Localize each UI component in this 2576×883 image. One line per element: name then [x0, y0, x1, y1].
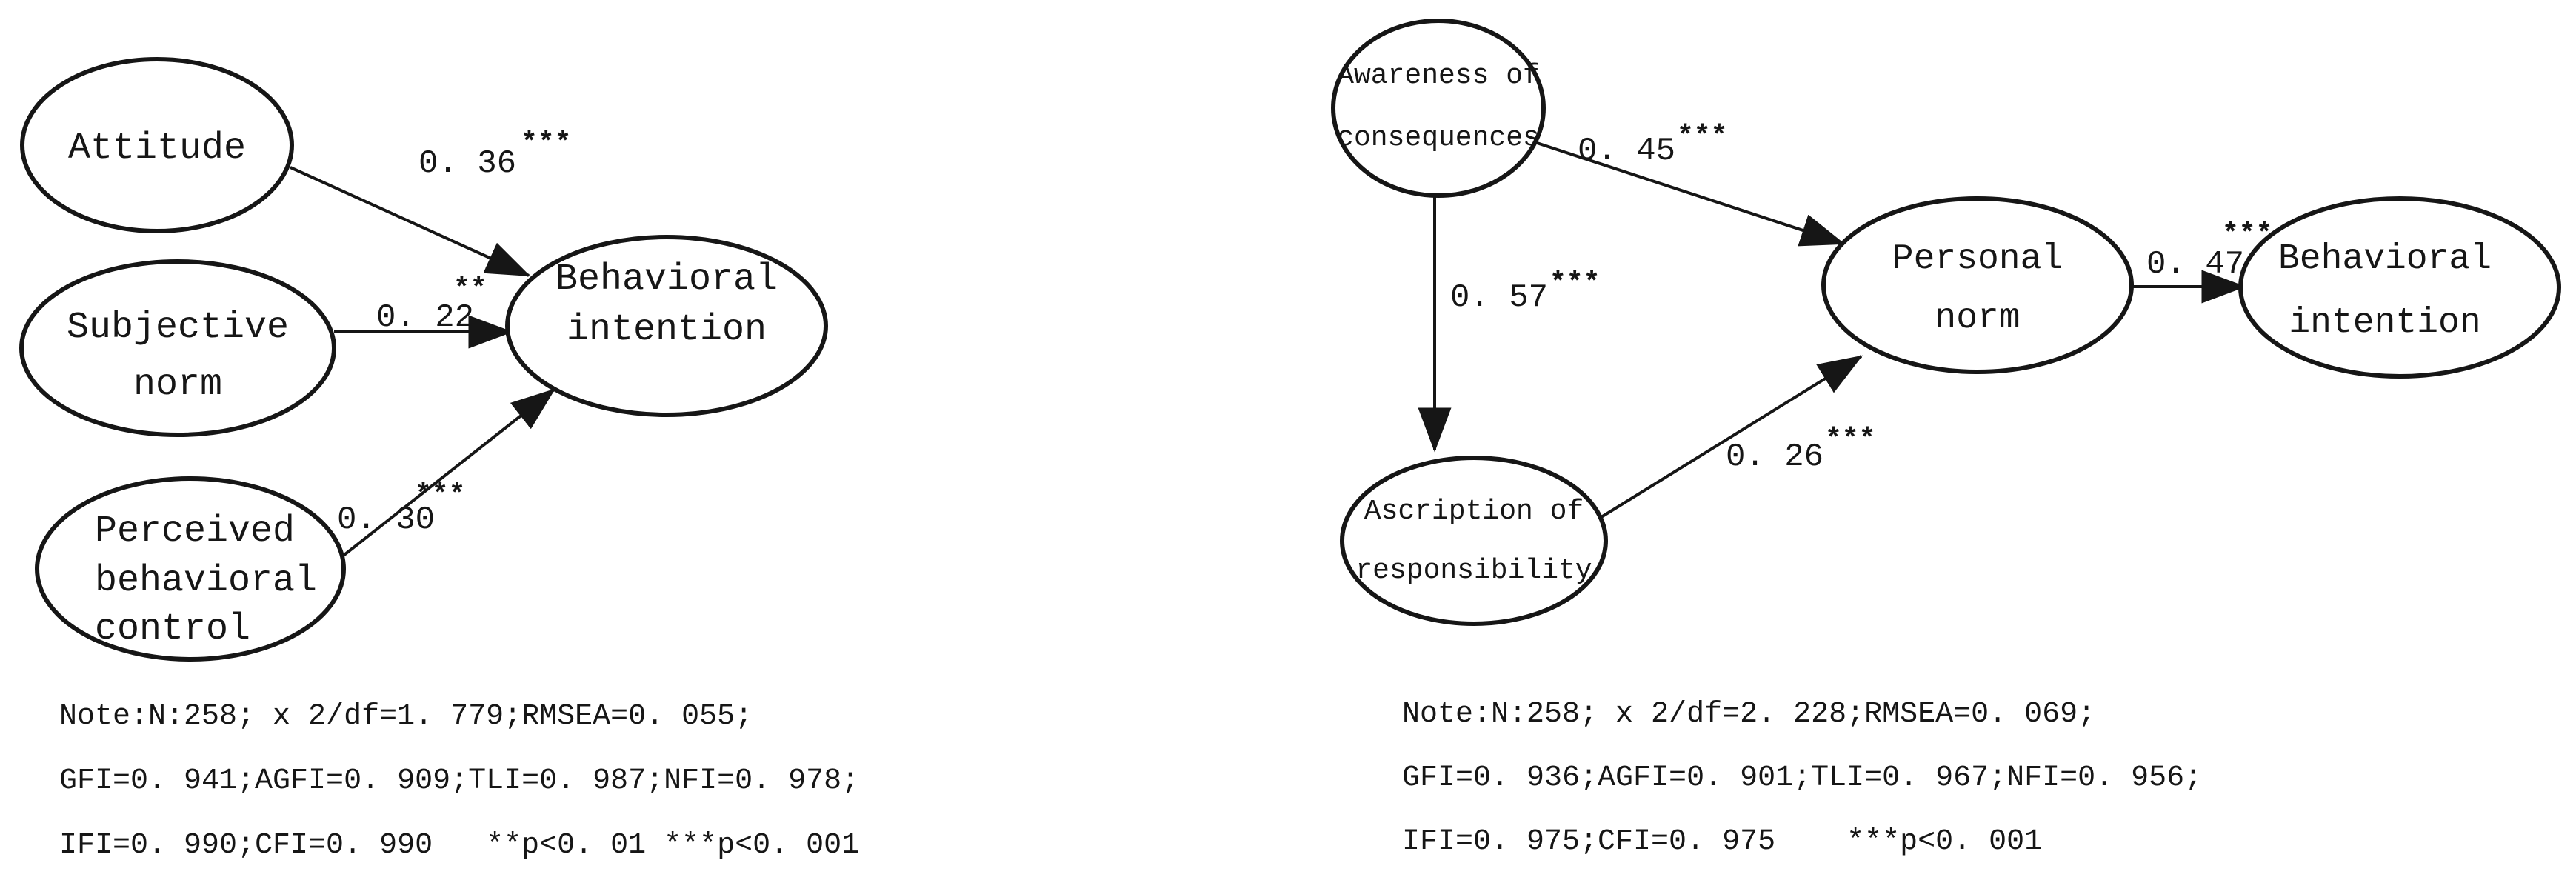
left-model-diagram: Attitude Subjective norm Perceived behav… — [19, 57, 859, 862]
significance-subjective-norm-to-intention: ** — [453, 273, 487, 305]
node-ascription-of-responsibility-label-line1: Ascription of — [1364, 496, 1584, 527]
coefficient-ascription-to-personal-norm: 0. 26 — [1726, 439, 1823, 476]
coefficient-perceived-control-to-intention: 0. 30 — [337, 502, 435, 539]
coefficient-personal-norm-to-intention: 0. 47 — [2146, 246, 2244, 283]
path-ascription-to-personal-norm — [1600, 355, 1863, 519]
significance-perceived-control-to-intention: *** — [415, 479, 465, 511]
path-attitude-to-intention — [290, 166, 531, 277]
node-attitude-label: Attitude — [68, 127, 246, 170]
path-perceived-control-to-intention — [340, 388, 555, 559]
node-perceived-behavioral-control — [35, 476, 346, 662]
node-subjective-norm-label-line2: norm — [133, 364, 222, 406]
coefficient-subjective-norm-to-intention: 0. 22 — [376, 299, 474, 336]
right-note-line3: IFI=0. 975;CFI=0. 975 ***p<0. 001 — [1402, 825, 2042, 859]
right-note-line1: Note:N:258; x 2/df=2. 228;RMSEA=0. 069; — [1402, 698, 2095, 731]
node-behavioral-intention-left — [505, 235, 828, 417]
path-awareness-to-personal-norm — [1525, 138, 1846, 247]
node-behavioral-intention-right-label-line1: Behavioral — [2278, 239, 2492, 279]
node-attitude — [20, 57, 294, 233]
node-behavioral-intention-left-label-line2: intention — [567, 309, 767, 351]
node-subjective-norm — [19, 259, 336, 437]
coefficient-awareness-to-personal-norm: 0. 45 — [1578, 133, 1675, 170]
node-behavioral-intention-right-label-line2: intention — [2289, 303, 2480, 343]
right-note-line2: GFI=0. 936;AGFI=0. 901;TLI=0. 967;NFI=0.… — [1402, 762, 2202, 795]
node-subjective-norm-label-line1: Subjective — [67, 307, 289, 349]
node-behavioral-intention-right — [2238, 196, 2561, 379]
node-awareness-of-consequences — [1331, 19, 1546, 198]
node-awareness-of-consequences-label-line1: Awareness of — [1337, 60, 1540, 92]
node-ascription-of-responsibility-label-line2: responsibility — [1355, 555, 1592, 587]
node-personal-norm-label-line1: Personal — [1892, 239, 2063, 279]
significance-awareness-to-personal-norm: *** — [1677, 121, 1727, 153]
left-note-line2: GFI=0. 941;AGFI=0. 909;TLI=0. 987;NFI=0.… — [59, 764, 859, 798]
significance-ascription-to-personal-norm: *** — [1825, 424, 1875, 456]
node-behavioral-intention-left-label-line1: Behavioral — [555, 259, 778, 301]
node-ascription-of-responsibility — [1340, 456, 1608, 626]
node-personal-norm — [1821, 196, 2134, 374]
significance-awareness-to-ascription: *** — [1549, 267, 1600, 299]
left-note-line3: IFI=0. 990;CFI=0. 990 **p<0. 01 ***p<0. … — [59, 829, 859, 862]
node-perceived-behavioral-control-label-line1: Perceived — [95, 510, 295, 553]
significance-attitude-to-intention: *** — [521, 127, 571, 159]
right-model-diagram: Awareness of consequences Ascription of … — [1331, 19, 2561, 859]
node-personal-norm-label-line2: norm — [1935, 299, 2020, 339]
node-awareness-of-consequences-label-line2: consequences — [1337, 122, 1540, 154]
node-perceived-behavioral-control-label-line3: control — [95, 608, 250, 650]
coefficient-attitude-to-intention: 0. 36 — [418, 145, 516, 182]
node-perceived-behavioral-control-label-line2: behavioral — [95, 560, 317, 602]
significance-personal-norm-to-intention: *** — [2222, 219, 2272, 250]
coefficient-awareness-to-ascription: 0. 57 — [1450, 279, 1548, 316]
left-note-line1: Note:N:258; x 2/df=1. 779;RMSEA=0. 055; — [59, 700, 753, 733]
